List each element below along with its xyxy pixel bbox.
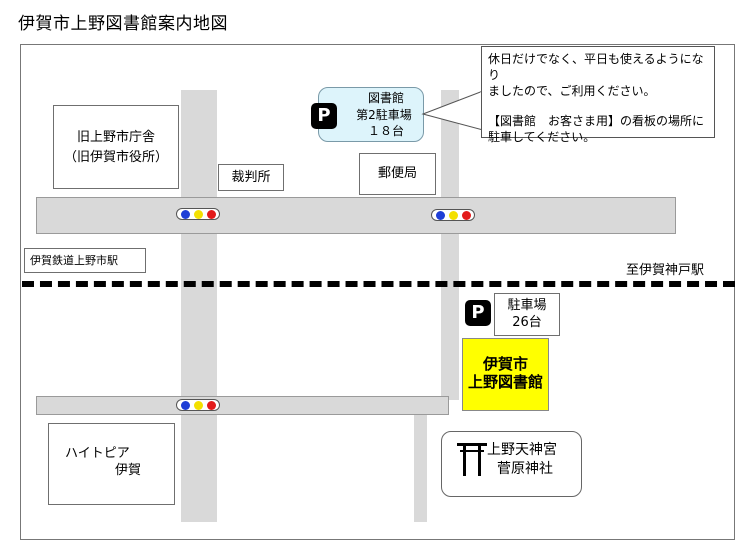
library-subname: 上野図書館 (467, 373, 543, 391)
parking-notice-callout: 休日だけでなく、平日も使えるようになり ましたので、ご利用ください。 【図書館 … (481, 46, 715, 144)
road-vertical-left (181, 90, 217, 522)
callout-pointer (421, 90, 484, 130)
parking-2-subname: 第2駐車場 (356, 108, 412, 122)
parking-icon: P (311, 103, 337, 129)
post-office-label: 郵便局 (377, 166, 417, 181)
shrine-box: 上野天神宮 菅原神社 (441, 431, 582, 497)
old-city-hall-label: 旧上野市庁舎 (76, 130, 155, 145)
callout-line: ましたので、ご利用ください。 (488, 84, 656, 98)
library-building: 伊賀市 上野図書館 (462, 338, 549, 411)
callout-line: 【図書館 お客さま用】の看板の場所に (488, 114, 705, 128)
railway-line (22, 281, 735, 287)
parking-2-box: 図書館 第2駐車場 １８台 (318, 87, 424, 142)
station-box: 伊賀鉄道上野市駅 (24, 248, 146, 273)
shrine-label: 上野天神宮 (487, 442, 557, 458)
road-horizontal-upper (36, 197, 676, 234)
hypia-sublabel: 伊賀 (115, 463, 142, 478)
hypia-box: ハイトピア 伊賀 (48, 423, 175, 505)
old-city-hall-sublabel: （旧伊賀市役所） (63, 150, 168, 165)
traffic-signal-icon (176, 399, 220, 411)
road-vertical-bottom (414, 410, 427, 522)
parking-icon: P (465, 300, 491, 326)
to-iga-kambe-label: 至伊賀神戸駅 (626, 263, 705, 278)
parking-1-name: 駐車場 (507, 298, 547, 313)
old-city-hall-box: 旧上野市庁舎 （旧伊賀市役所） (53, 105, 179, 189)
torii-icon (457, 443, 487, 476)
hypia-label: ハイトピア (65, 446, 130, 461)
callout-line: 駐車してください。 (488, 130, 596, 144)
station-label: 伊賀鉄道上野市駅 (30, 254, 118, 267)
traffic-signal-icon (176, 208, 220, 220)
traffic-signal-icon (431, 209, 475, 221)
callout-line: 休日だけでなく、平日も使えるようになり (488, 52, 704, 82)
parking-1-capacity: 26台 (512, 315, 542, 330)
parking-2-name: 図書館 (367, 91, 404, 105)
parking-1-box: 駐車場 26台 (494, 293, 560, 336)
parking-2-capacity: １８台 (367, 124, 404, 138)
post-office-box: 郵便局 (359, 153, 436, 195)
page-title: 伊賀市上野図書館案内地図 (18, 14, 228, 34)
road-horizontal-lower (36, 396, 449, 415)
court-box: 裁判所 (218, 164, 284, 191)
library-name: 伊賀市 (482, 355, 528, 373)
shrine-sublabel: 菅原神社 (497, 461, 553, 477)
road-vertical-middle (441, 90, 459, 400)
court-label: 裁判所 (231, 170, 271, 185)
